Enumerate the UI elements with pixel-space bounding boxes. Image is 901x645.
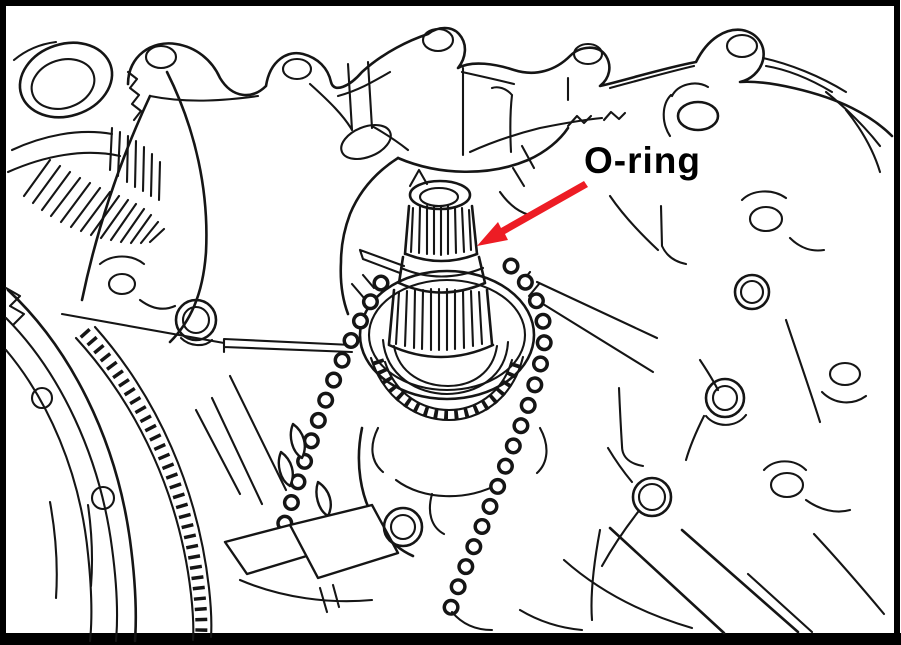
case-hole: [676, 100, 720, 132]
bolt-hole: [725, 33, 759, 59]
figure-border-bottom: [0, 633, 901, 645]
bolt-boss: [174, 298, 218, 347]
bolt-boss: [684, 358, 748, 462]
shift-rod: [222, 337, 354, 354]
ring-gear-hole: [30, 386, 54, 410]
case-hole: [828, 361, 862, 387]
upper-splines: [409, 204, 473, 257]
ring-gear: [4, 288, 288, 643]
gear-top-teeth: [126, 70, 143, 122]
bolt-hole: [281, 57, 313, 81]
magnet-bracket: [223, 503, 584, 632]
case-webs: [4, 40, 688, 326]
o-ring-arrow: [477, 181, 588, 246]
case-hole: [769, 471, 805, 499]
o-ring-label: O-ring: [584, 140, 701, 181]
ring-gear-teeth: [79, 327, 208, 639]
bolt-hole: [144, 44, 178, 70]
ring-gear-hole: [90, 485, 116, 511]
case-hole: [748, 205, 784, 233]
mid-left-details: [60, 255, 354, 354]
bolt-boss: [600, 446, 673, 568]
bolt-boss: [382, 506, 424, 548]
gear-side-teeth: [108, 126, 162, 202]
drive-chain: [271, 257, 553, 623]
case-top-flange: [126, 26, 894, 138]
right-case-details: [562, 56, 886, 635]
bolt-boss: [733, 273, 771, 311]
casting-squiggle: [566, 110, 627, 128]
bolt-hole: [572, 42, 604, 66]
bolt-hole: [421, 27, 455, 53]
center-ribs: [357, 280, 659, 558]
case-hole: [107, 272, 137, 296]
sprocket-teeth: [372, 356, 523, 421]
lower-splines: [394, 287, 484, 352]
case-edge-wedge: [358, 248, 406, 275]
case-opening: [340, 123, 392, 161]
o-ring-seat: [397, 252, 487, 294]
chain-sprocket: [350, 269, 541, 422]
helical-gear: [6, 41, 208, 344]
splined-shaft: [358, 168, 495, 359]
